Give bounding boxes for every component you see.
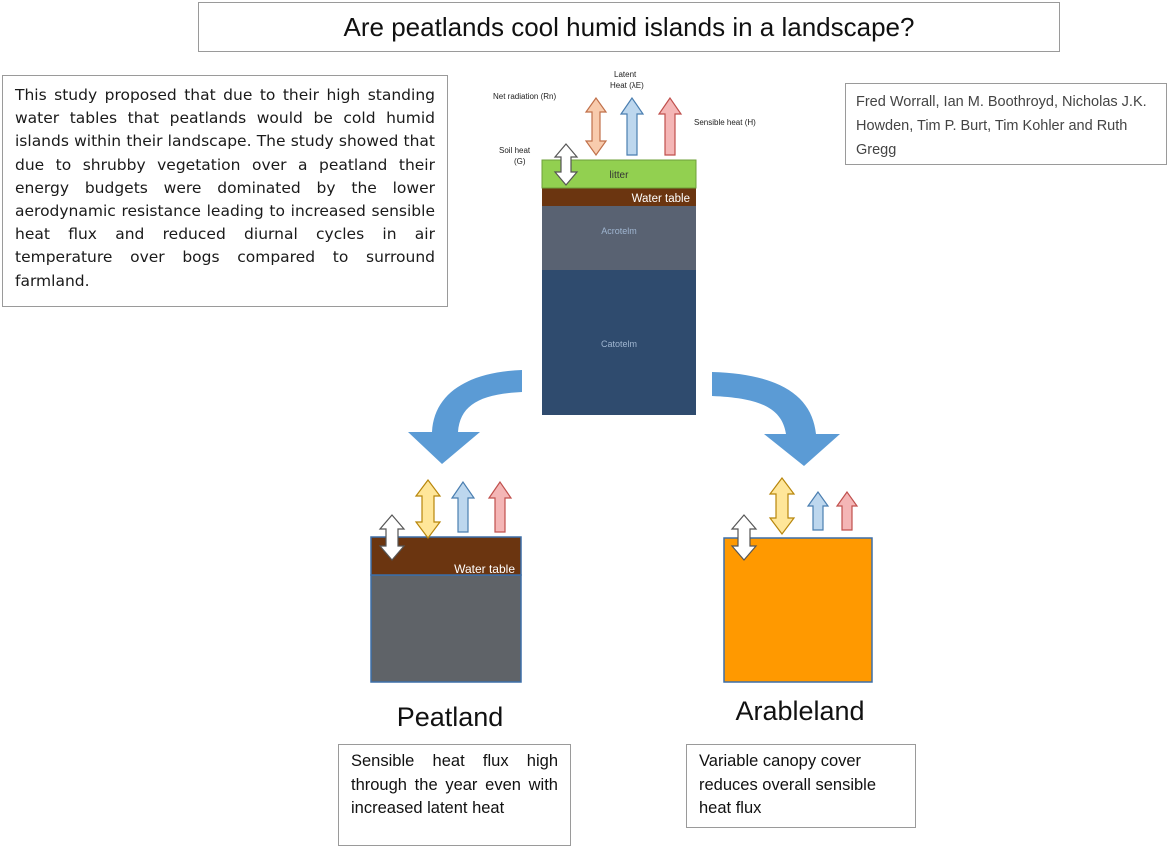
sensible-heat-arrow [657, 96, 683, 156]
peatland-sensible-heat-arrow [487, 480, 513, 533]
net-radiation-arrow [584, 96, 608, 157]
right-curved-arrow [712, 372, 840, 466]
soil-heat-label-2: (G) [514, 157, 526, 166]
arableland-caption: Arableland [735, 696, 865, 726]
arableland-latent-heat-arrow [806, 490, 830, 531]
arableland-sensible-heat-arrow [835, 490, 859, 531]
litter-label: litter [610, 170, 630, 181]
arableland-description: Variable canopy cover reduces overall se… [686, 744, 916, 828]
latent-heat-label-1: Latent [614, 70, 637, 79]
peatland-water-table-label: Water table [454, 562, 515, 576]
diagram-title: Are peatlands cool humid islands in a la… [198, 2, 1060, 52]
study-summary: This study proposed that due to their hi… [2, 75, 448, 307]
arableland-body [723, 537, 873, 683]
peatland-body [370, 574, 522, 683]
water-table-layer [542, 188, 696, 206]
author-list: Fred Worrall, Ian M. Boothroyd, Nicholas… [845, 83, 1167, 165]
acrotelm-label: Acrotelm [601, 226, 637, 236]
latent-heat-arrow [619, 96, 645, 156]
peat-profile: litter Water table Acrotelm Catotelm [541, 159, 697, 415]
arableland-soil-heat-arrow [730, 514, 758, 561]
water-table-label: Water table [632, 193, 690, 205]
peatland-latent-heat-arrow [450, 480, 476, 533]
peatland-caption: Peatland [396, 702, 504, 732]
soil-heat-label-1: Soil heat [499, 146, 531, 155]
peatland-description: Sensible heat flux high through the year… [338, 744, 571, 846]
latent-heat-label-2: Heat (λE) [610, 81, 644, 90]
sensible-heat-label: Sensible heat (H) [694, 118, 756, 127]
soil-heat-arrow [553, 143, 579, 186]
catotelm-layer [542, 270, 696, 415]
peatland-soil-heat-arrow [378, 514, 406, 561]
arableland-net-radiation-arrow [768, 477, 796, 535]
left-curved-arrow [408, 370, 522, 464]
acrotelm-layer [542, 206, 696, 270]
net-radiation-label: Net radiation (Rn) [493, 92, 556, 101]
catotelm-label: Catotelm [601, 339, 637, 349]
peatland-net-radiation-arrow [414, 479, 442, 539]
arableland-column [723, 537, 873, 683]
